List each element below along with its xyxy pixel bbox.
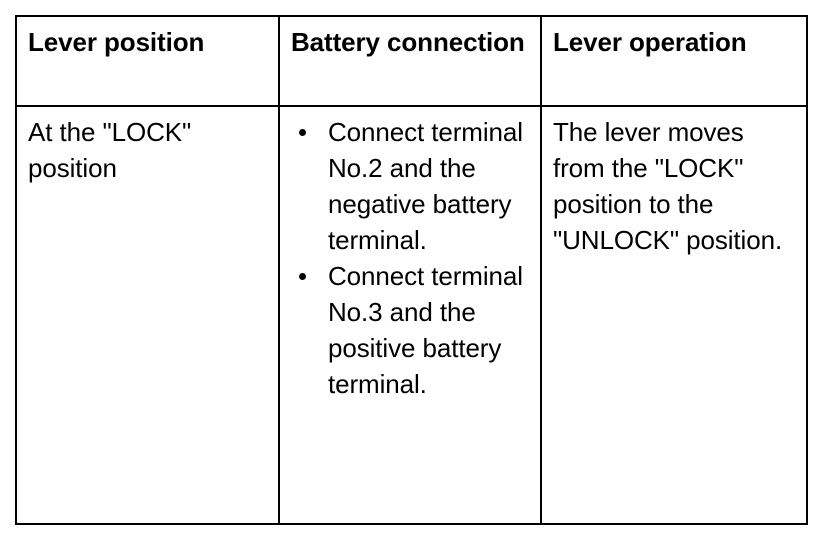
battery-connection-bullet-list: Connect terminal No.2 and the negative b…	[291, 114, 530, 402]
cell-lever-operation-text: The lever moves from the "LOCK" position…	[553, 117, 783, 255]
column-header-lever-operation: Lever operation	[540, 15, 808, 107]
cell-battery-connection: Connect terminal No.2 and the negative b…	[278, 105, 542, 525]
lever-battery-spec-table: Lever position Battery connection Lever …	[15, 15, 808, 525]
table-row: At the "LOCK" position Connect terminal …	[15, 105, 808, 525]
column-header-lever-operation-label: Lever operation	[553, 27, 747, 57]
list-item: Connect terminal No.3 and the positive b…	[291, 258, 530, 402]
list-item-text: Connect terminal No.2 and the negative b…	[328, 117, 523, 255]
column-header-battery-connection-label: Battery connection	[291, 27, 525, 57]
column-header-lever-position: Lever position	[15, 15, 280, 107]
table-header: Lever position Battery connection Lever …	[15, 15, 808, 107]
table-body: At the "LOCK" position Connect terminal …	[15, 105, 808, 525]
cell-lever-position-text: At the "LOCK" position	[28, 117, 192, 183]
bullet-dot-icon	[299, 273, 306, 280]
cell-lever-operation: The lever moves from the "LOCK" position…	[540, 105, 808, 525]
column-header-lever-position-label: Lever position	[28, 27, 205, 57]
column-header-battery-connection: Battery connection	[278, 15, 542, 107]
list-item: Connect terminal No.2 and the negative b…	[291, 114, 530, 258]
list-item-text: Connect terminal No.3 and the positive b…	[328, 261, 523, 399]
bullet-dot-icon	[299, 129, 306, 136]
cell-lever-position: At the "LOCK" position	[15, 105, 280, 525]
table-header-row: Lever position Battery connection Lever …	[15, 15, 808, 107]
